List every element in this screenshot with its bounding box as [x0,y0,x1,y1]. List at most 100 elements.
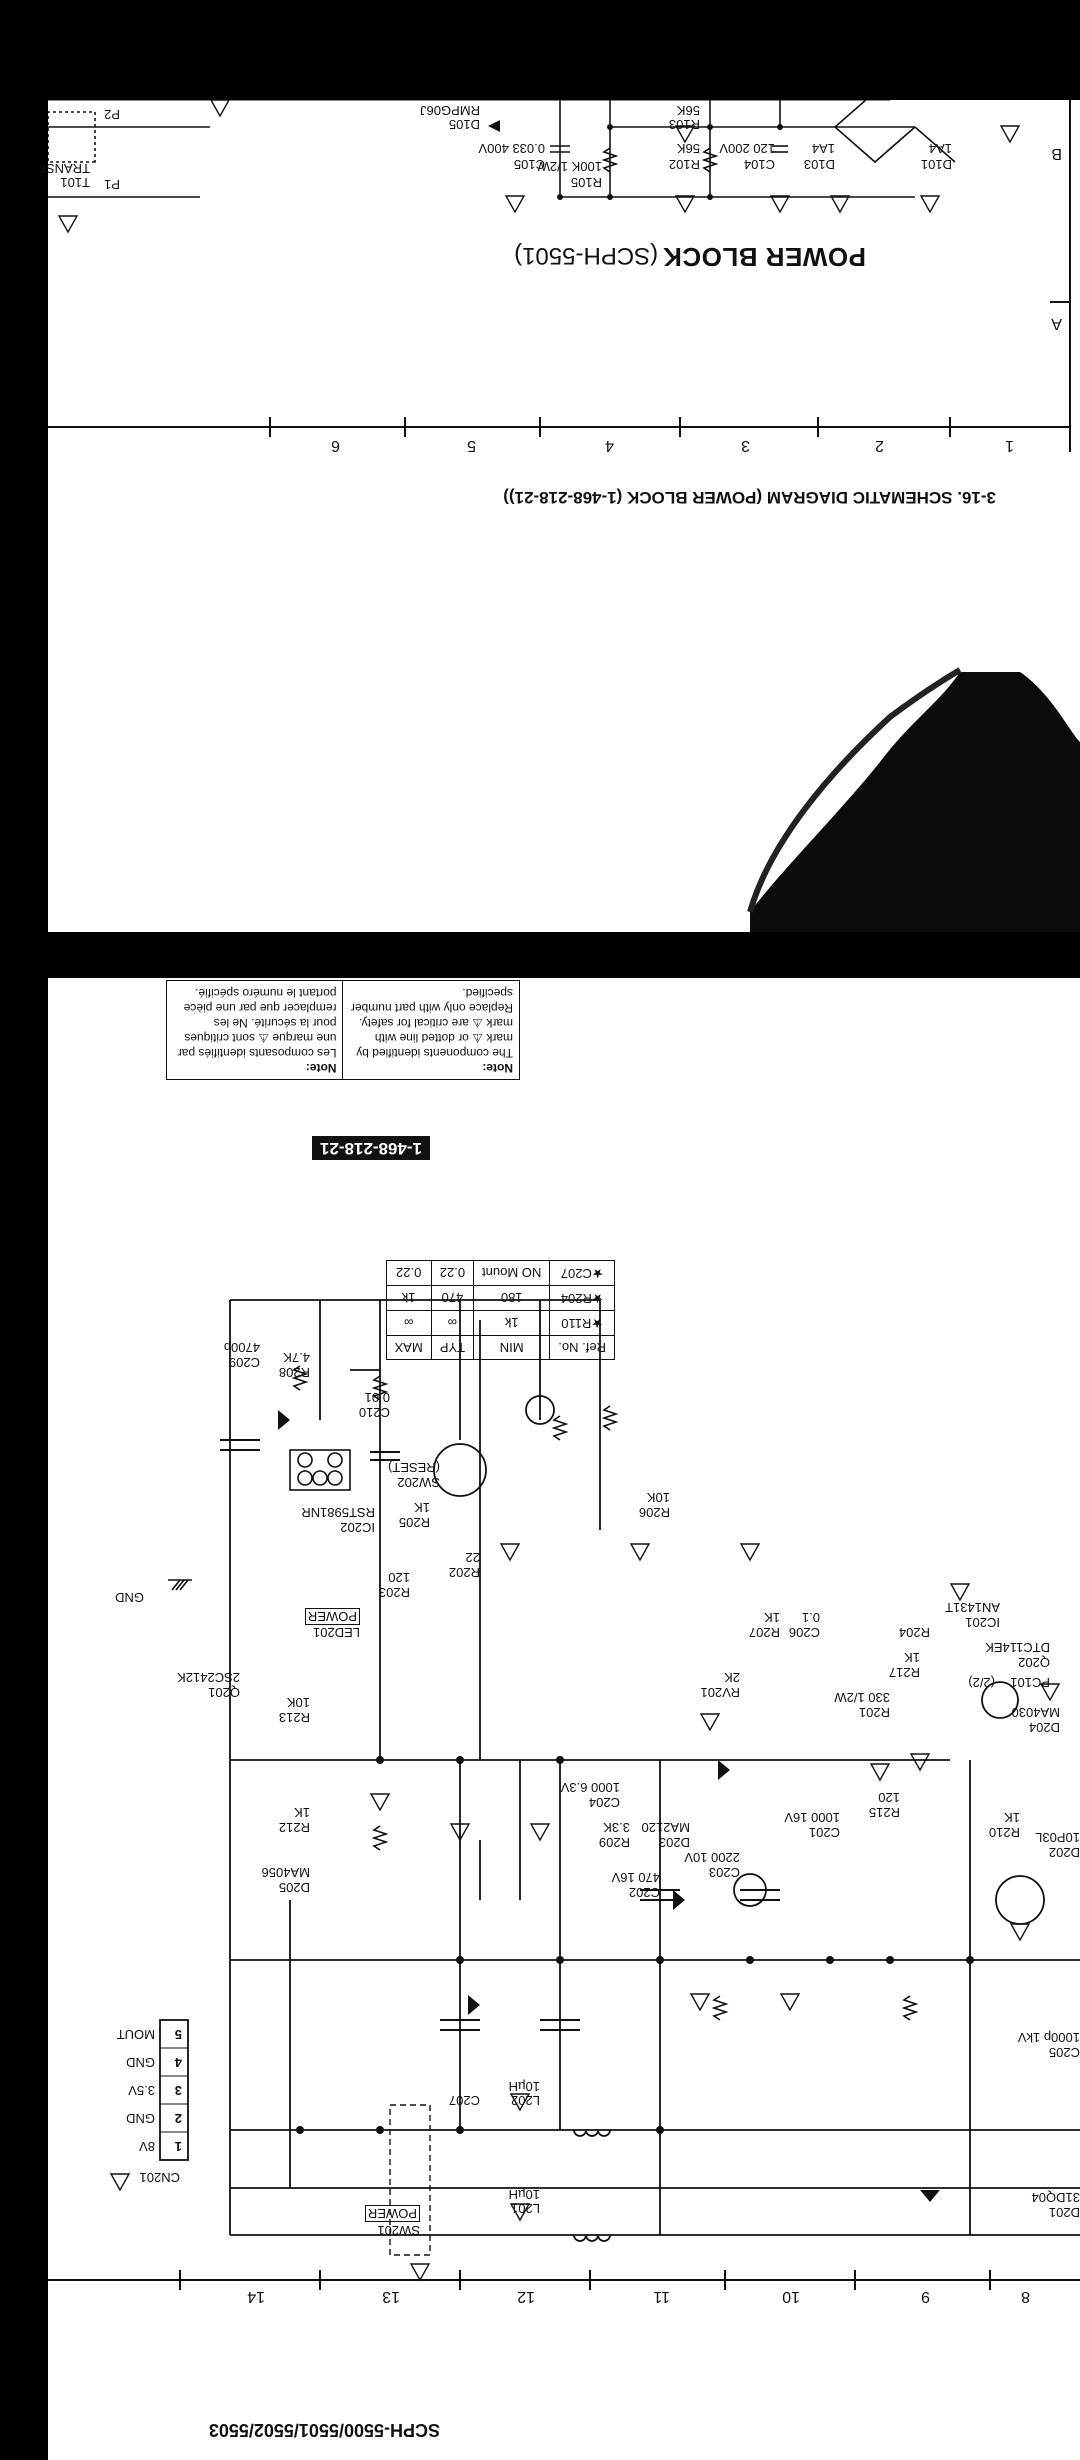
connector-pin-label: 3.5V [128,2083,155,2098]
component-value: 10µH [508,2187,540,2202]
component-ref: C201 [808,1825,840,1840]
port-label: P1 [104,177,120,192]
component-ref: PC101 [1010,1675,1050,1690]
table-cell: 1k [473,1310,550,1336]
component-ref: L201 [511,2201,540,2216]
bridge-rectifier [833,100,956,164]
lower-diagram-content: 8 9 10 11 12 13 14 SCPH-5500/5501/5502/5… [48,978,1080,2460]
component-ref: C205 [1048,2045,1080,2060]
table-row: ★R110 1k ∞ ∞ [386,1310,615,1336]
tolerance-table: Ref. No. MIN TYP MAX ★R110 1k ∞ ∞ ★R204 … [386,1260,615,1360]
table-cell: ★R110 [549,1310,615,1336]
diode-d105-glyph [488,120,500,132]
component-ref: R105 [570,175,602,190]
lower-schematic-svg [48,1299,1080,2290]
component-ref: Q201 [208,1685,240,1700]
component-value: 31DQ04 [1031,2190,1080,2205]
component-value: DTC114EK [985,1640,1050,1655]
upper-schematic-svg [48,100,1080,932]
component-ref: D105 [448,117,480,132]
component-ref: R205 [398,1515,430,1530]
component-value: 100K 1/2W [537,159,602,174]
component-value: 1A4 [928,141,952,156]
component-ref: D203 [658,1835,690,1850]
component-value: RMPG06J [420,103,480,118]
table-header-cell: TYP [431,1335,474,1360]
component-ref: C207 [448,2093,480,2108]
grid-col-label: 10 [782,2288,800,2305]
component-value: MA4056 [261,1865,310,1880]
capacitor-glyphs [220,1439,780,2031]
note-english: Note: The components identified by mark … [344,981,520,1079]
component-ref: R102 [668,157,700,172]
ic202-glyph [289,1449,351,1491]
component-value: 10K [286,1695,310,1710]
component-ref: R201 [858,1705,890,1720]
grid-col-label: 8 [1021,2288,1030,2305]
component-ref: SW201 [377,2223,420,2238]
transistor-glyphs [433,1395,1045,1925]
resistor-r102 [701,147,719,173]
component-ref: R215 [868,1805,900,1820]
component-ref: D204 [1028,1720,1060,1735]
component-ref: D205 [278,1880,310,1895]
scan-smudge-edge [747,667,962,913]
block-title: POWER BLOCK (SCPH-5501) [514,241,866,272]
component-ref: C104 [743,157,775,172]
grid-col-label: 9 [921,2288,930,2305]
component-value: 0.01 [364,1390,390,1405]
grid-col-label: 1 [1005,437,1014,454]
grid-col-label: 5 [467,437,476,454]
component-ref: R103 [668,117,700,132]
component-ref: LED201 [313,1625,360,1640]
component-value: 1000 16V [784,1810,840,1825]
port-label: P2 [104,107,120,122]
component-value: 10P03L [1035,1830,1080,1845]
connector-pin-label: GND [126,2055,155,2070]
component-value: (RESET) [388,1460,440,1475]
table-cell: NO Mount [473,1260,550,1286]
connector-wiring [229,1299,601,1760]
connector-pin-number: 4 [174,2055,182,2070]
component-ref: D101 [920,157,952,172]
upper-diagram-panel: A B 1 2 3 4 5 6 3-16. SCHEMATIC DIAGRAM … [38,100,1080,932]
diagram-caption: 3-16. SCHEMATIC DIAGRAM (POWER BLOCK (1-… [503,488,996,507]
component-value: (2/2) [968,1675,995,1690]
power-rails [229,1759,1080,2236]
connector-pin-number: 1 [174,2139,182,2154]
component-ref: R206 [638,1505,670,1520]
model-line: SCPH-5500/5501/5502/5503 [208,2420,440,2440]
grid-row-label: A [1051,315,1062,332]
safety-marks [57,100,1021,234]
component-value: 1000p 1kV [1017,2030,1080,2045]
table-cell: 470 [431,1285,474,1311]
component-value: 120 [388,1570,410,1585]
resistor-glyphs [291,1365,919,2021]
component-value: 56K [676,103,700,118]
component-value: RST5981NR [301,1505,375,1520]
component-value: 3.3K [603,1820,630,1835]
component-value: 2200 10V [684,1850,740,1865]
connector-pin-label: MOUT [116,2027,155,2042]
safety-marks [109,1543,1061,2282]
component-ref: T101 [60,175,90,190]
component-ref: C204 [588,1795,620,1810]
component-value: 1K [414,1500,430,1515]
component-ref: C209 [228,1355,260,1370]
component-ref: R202 [448,1565,480,1580]
component-ref: RV201 [700,1685,740,1700]
connector-pin-number: 5 [174,2027,182,2042]
component-value: 56K [676,141,700,156]
component-ref: R208 [278,1365,310,1380]
table-header-cell: MAX [386,1335,432,1360]
component-ref: D201 [1048,2205,1080,2220]
table-cell: 180 [473,1285,550,1311]
component-ref: Q202 [1018,1655,1050,1670]
component-value: 2K [724,1670,740,1685]
table-header-row: Ref. No. MIN TYP MAX [386,1335,615,1360]
component-value: MA2120 [641,1820,690,1835]
component-ref: R204 [898,1625,930,1640]
connector-cn201-box [159,2019,189,2161]
resistor-r105 [601,147,619,173]
grid-row-label: B [1051,145,1062,162]
